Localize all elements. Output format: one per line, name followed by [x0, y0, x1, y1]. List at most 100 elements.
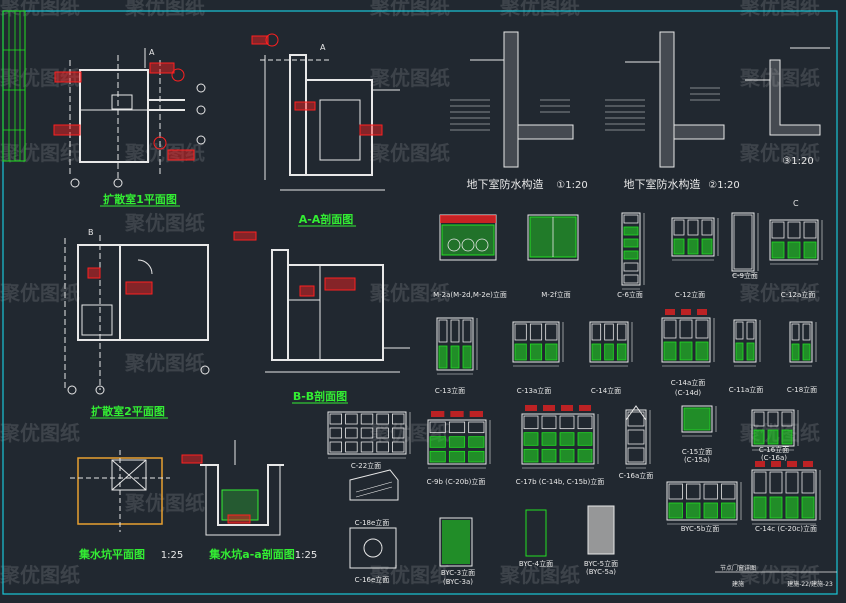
door-m2f-elevation: [527, 214, 579, 261]
elevation-label-m2a: M-2a(M-2d,M-2e)立面: [433, 290, 507, 299]
elevation-label-c15-sub: (C-15a): [684, 456, 710, 464]
elevation-label-c16a: C-16a立面: [619, 471, 654, 480]
watermark-text: 聚优图纸: [369, 0, 450, 19]
waterproof-2-scale: ②1:20: [708, 180, 739, 191]
sump-red-notes: [181, 454, 251, 524]
elevation-label-c14: C-14立面: [591, 386, 621, 395]
sheet-frame: [2, 10, 838, 595]
waterproof-1-title: 地下室防水构造: [467, 177, 544, 191]
watermark-text: 聚优图纸: [124, 0, 205, 19]
elevation-label-c12a: C-12a立面: [781, 290, 816, 299]
title-block-sheet-no: 建施-22/建施-23: [787, 580, 833, 588]
elevation-label-c9: C-9立面: [732, 271, 758, 280]
elevation-label-c18e: C-18e立面: [355, 518, 390, 527]
elevation-label-c22: C-22立面: [351, 461, 381, 470]
sump-section-scale: 1:25: [295, 550, 317, 561]
window-c16a-tall: [625, 405, 647, 421]
waterproof-detail-2: [605, 31, 725, 168]
window-c18: [789, 321, 817, 367]
bb-section-title: B-B剖面图: [293, 389, 347, 403]
elevation-label-c14a-sub: (C-14d): [675, 389, 701, 397]
window-c9b: [427, 411, 491, 469]
elevation-label-c16: C-16立面: [759, 445, 789, 454]
window-c14c: [751, 461, 821, 525]
watermark-text: 聚优图纸: [0, 421, 80, 445]
elevation-label-m2f: M-2f立面: [541, 290, 570, 299]
watermark-text: 聚优图纸: [0, 563, 80, 587]
watermark-text: 聚优图纸: [739, 421, 820, 445]
sump-plan-title: 集水坑平面图: [78, 547, 145, 561]
elevation-label-c15: C-15立面: [682, 447, 712, 456]
sump-plan-scale: 1:25: [161, 550, 183, 561]
title-block-sheet-name: 节点门窗详图: [720, 564, 756, 572]
elevation-label-c9b: C-9b (C-20b)立面: [427, 477, 486, 486]
detail-3-scale: ③1:20: [782, 156, 813, 167]
waterproof-2-title: 地下室防水构造: [624, 177, 701, 191]
window-c14a: [661, 309, 715, 367]
watermark-text: 聚优图纸: [0, 0, 80, 19]
watermark-text: 聚优图纸: [124, 211, 205, 235]
bb-section: [265, 249, 410, 373]
grid-mark-a-section: A: [320, 43, 326, 52]
waterproof-detail-1: [450, 31, 574, 168]
watermark-text: 聚优图纸: [739, 0, 820, 19]
sump-plan: [70, 450, 170, 532]
window-c16a: [625, 409, 651, 469]
window-c9: [731, 212, 759, 276]
grid-mark-c: C: [793, 199, 799, 208]
elevation-label-c13a: C-13a立面: [517, 386, 552, 395]
watermark-text: 聚优图纸: [739, 141, 820, 165]
window-byc3: [439, 517, 473, 567]
elevation-labels: M-2a(M-2d,M-2e)立面 M-2f立面 C-6立面 C-12立面 C-9立面 C…: [351, 271, 817, 586]
door-m2a-elevation: [439, 214, 497, 261]
room1-plan: [69, 48, 206, 188]
elevation-label-c16-sub: (C-16a): [761, 454, 787, 462]
elevation-label-c14a: C-14a立面: [671, 378, 706, 387]
watermark-text: 聚优图纸: [739, 281, 820, 305]
elevation-label-c16e: C-16e立面: [355, 575, 390, 584]
watermark-text: 聚优图纸: [369, 563, 450, 587]
elevation-label-c6: C-6立面: [617, 290, 643, 299]
watermark-text: 聚优图纸: [739, 563, 820, 587]
elevation-label-c14c: C-14c (C-20c)立面: [755, 524, 817, 533]
elevation-label-c12: C-12立面: [675, 290, 705, 299]
watermark-text: 聚优图纸: [0, 281, 80, 305]
room2-plan-title: 扩散室2平面图: [91, 404, 165, 418]
binding-strip: [2, 10, 26, 162]
aa-section-title: A-A剖面图: [299, 212, 354, 226]
waterproof-1-scale: ①1:20: [556, 180, 587, 191]
window-c22: [327, 411, 411, 459]
elevation-label-byc5-sub: (BYC-5a): [586, 568, 616, 576]
room1-plan-title: 扩散室1平面图: [103, 192, 177, 206]
window-c16e: [349, 527, 397, 569]
elevation-label-byc3-sub: (BYC-3a): [443, 578, 473, 586]
window-c11a: [733, 319, 761, 367]
grid-mark-b: B: [88, 228, 94, 237]
window-byc5b: [666, 481, 742, 525]
window-c13: [436, 317, 478, 375]
watermark-text: 聚优图纸: [0, 66, 80, 90]
window-c16: [751, 409, 799, 451]
room2-red-notes: [87, 267, 153, 295]
window-c15: [681, 405, 717, 437]
window-c12: [671, 217, 719, 261]
elevation-label-byc5: BYC-5立面: [584, 559, 618, 568]
window-elevations: [327, 212, 823, 569]
window-c12a: [769, 219, 823, 265]
elevation-label-byc5b: BYC-5b立面: [681, 524, 720, 533]
waterproof-detail-3: [745, 47, 830, 136]
sump-section-title: 集水坑a-a剖面图: [208, 547, 294, 561]
elevation-label-c17b: C-17b (C-14b, C-15b)立面: [516, 477, 604, 486]
binding-strip-lines: [3, 11, 25, 161]
watermark-text: 聚优图纸: [499, 0, 580, 19]
title-block: 节点门窗详图 建施 建施-22/建施-23: [715, 564, 837, 588]
bb-red-notes: [233, 231, 356, 297]
elevation-label-c18: C-18立面: [787, 385, 817, 394]
elevation-label-byc4: BYC-4立面: [519, 559, 553, 568]
aa-red-notes: [251, 33, 383, 136]
title-block-sheet-sub: 建施: [732, 580, 744, 588]
watermark-text: 聚优图纸: [499, 563, 580, 587]
watermark-text: 聚优图纸: [369, 66, 450, 90]
